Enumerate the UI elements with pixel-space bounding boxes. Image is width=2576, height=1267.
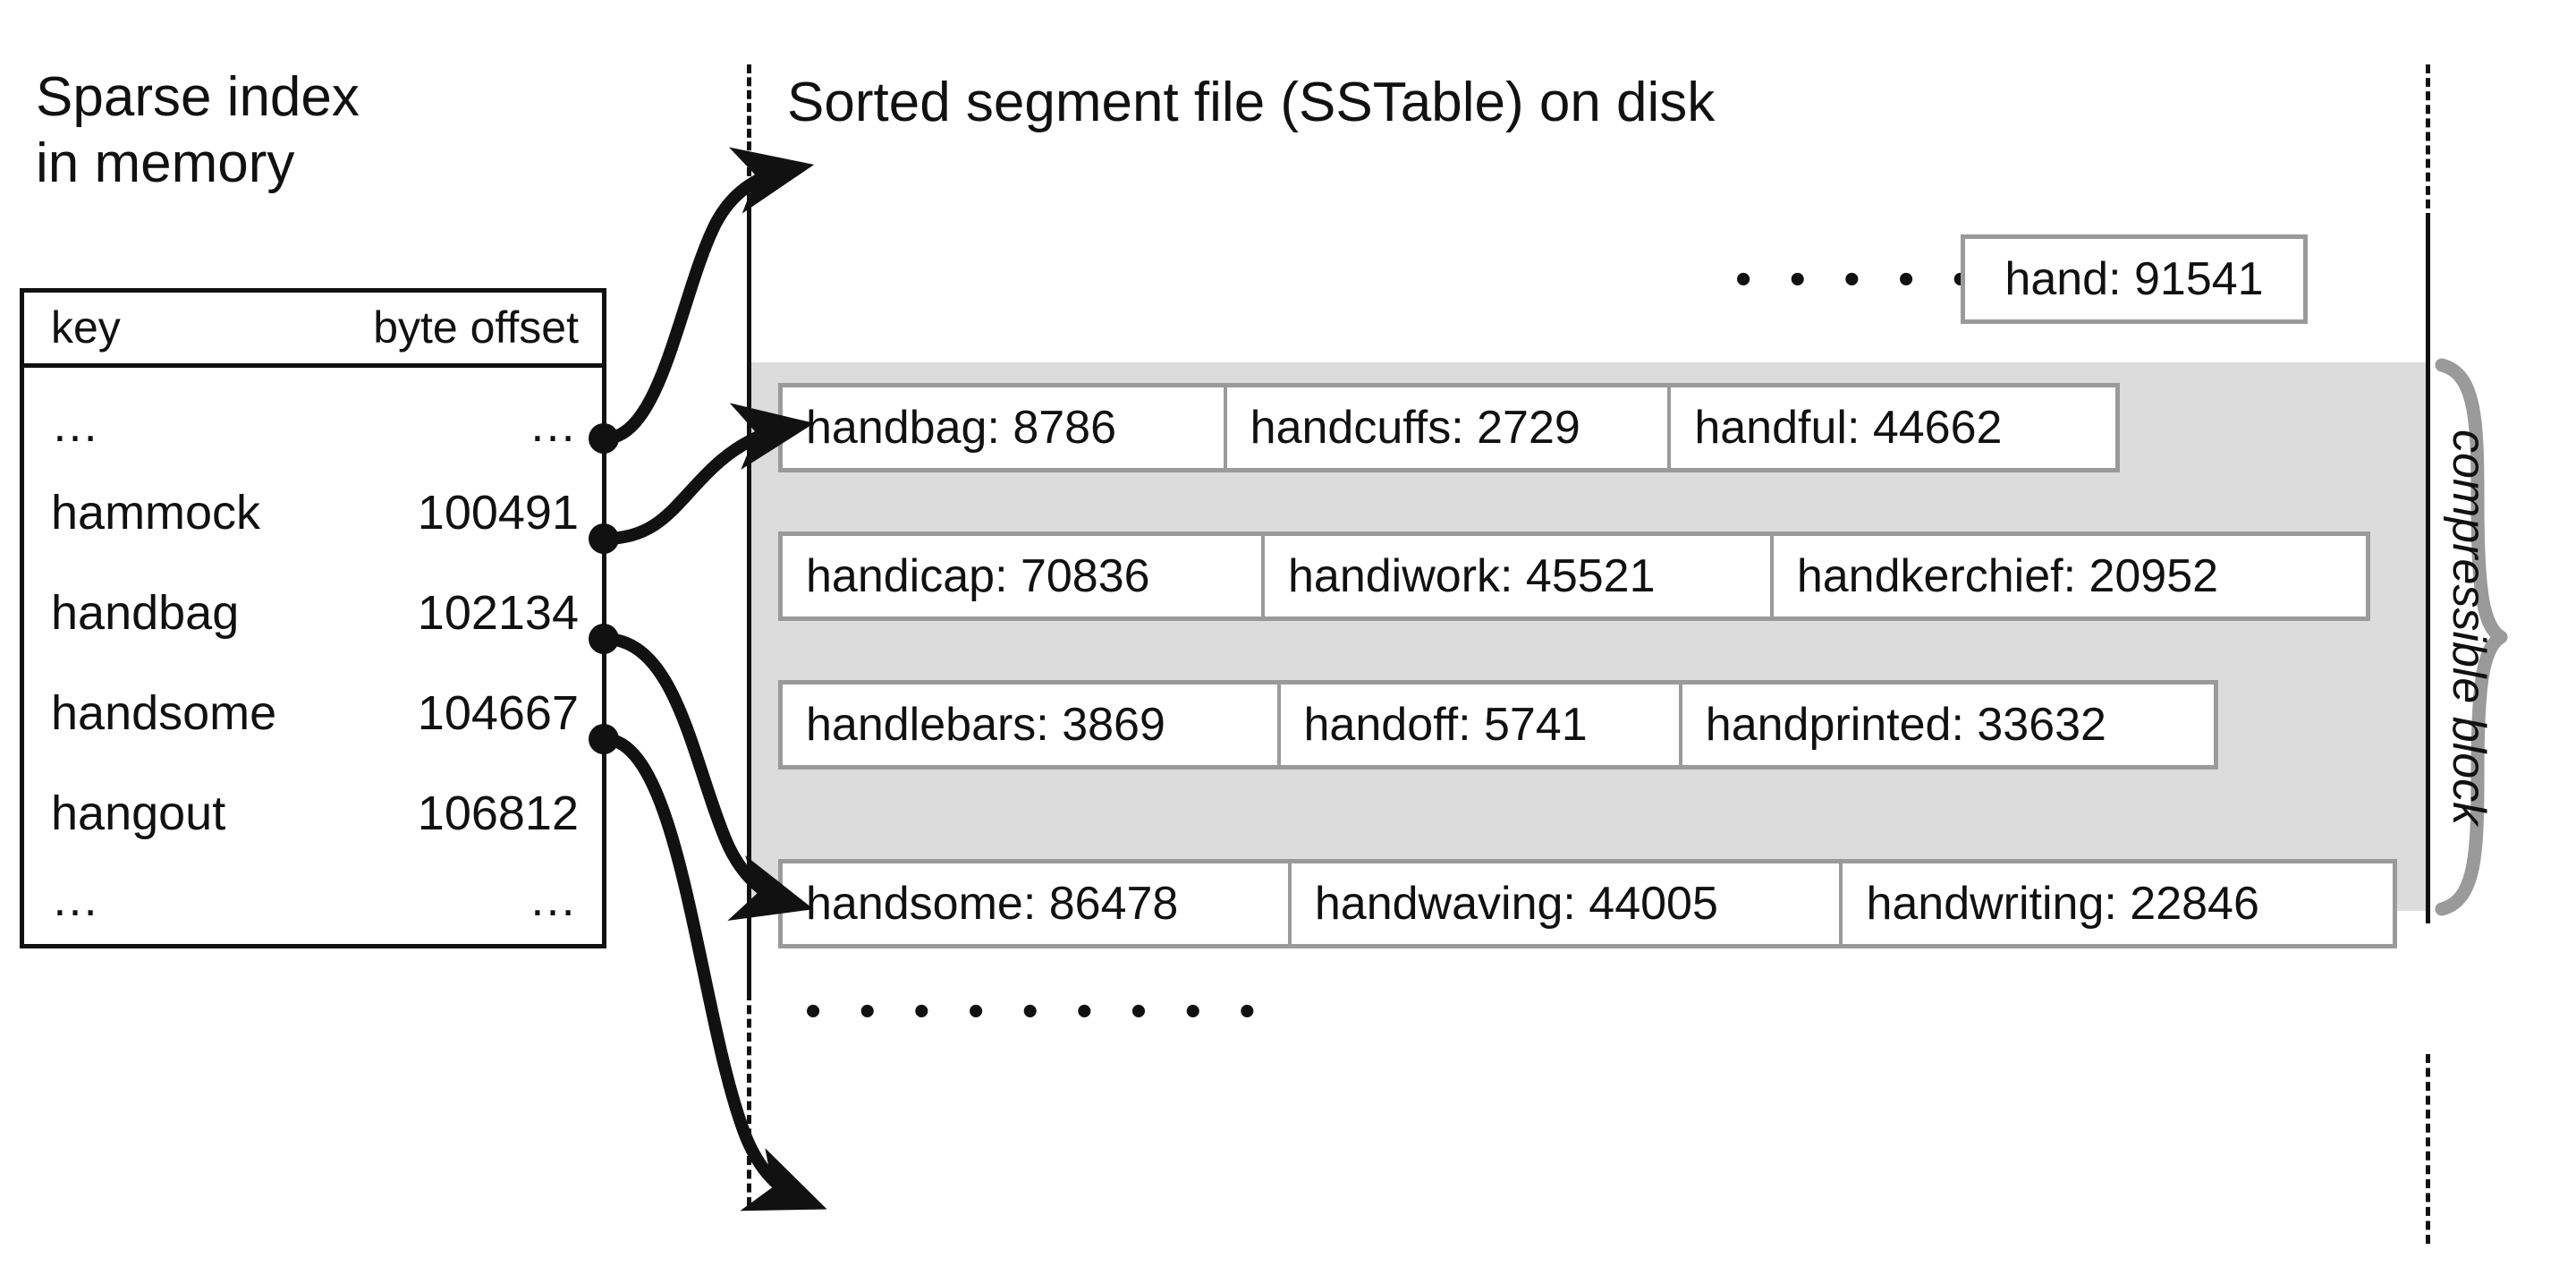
sstable-cell: handbag: 8786 <box>783 387 1227 468</box>
offset-anchor-dot <box>589 624 619 654</box>
offset-anchor-dot <box>589 523 619 554</box>
sstable-cell: handcuffs: 2729 <box>1227 387 1672 468</box>
index-key: handbag <box>51 586 240 640</box>
offset-anchor-dot <box>589 724 619 754</box>
index-offset: 104667 <box>417 686 579 740</box>
sstable-row: handlebars: 3869 handoff: 5741 handprint… <box>778 680 2218 770</box>
index-row: … … <box>24 874 602 924</box>
segment-right-boundary-solid <box>2426 218 2430 923</box>
sstable-entry-hand: hand: 91541 <box>1961 234 2308 324</box>
index-row: hammock 100491 <box>24 488 602 538</box>
segment-left-boundary-dashed-top <box>747 64 751 215</box>
index-offset: 100491 <box>417 486 579 540</box>
offset-anchor-dot <box>589 423 619 454</box>
sstable-cell: handoff: 5741 <box>1281 685 1682 765</box>
sstable-cell: handful: 44662 <box>1694 402 2003 454</box>
index-row: handbag 102134 <box>24 588 602 638</box>
index-row: handsome 104667 <box>24 688 602 738</box>
segment-left-boundary-dashed-bottom <box>747 991 751 1206</box>
sstable-entry-label: hand: 91541 <box>2004 253 2264 305</box>
sstable-title: Sorted segment file (SSTable) on disk <box>787 72 1716 133</box>
sstable-cell: handiwork: 45521 <box>1265 536 1774 616</box>
index-offset: … <box>529 398 579 452</box>
segment-right-boundary-dashed-top <box>2426 64 2430 222</box>
sstable-cell: handicap: 70836 <box>783 536 1265 616</box>
index-table-header: key byte offset <box>24 293 602 368</box>
sstable-cell: handkerchief: 20952 <box>1796 550 2219 602</box>
index-key: hammock <box>51 486 261 540</box>
sstable-cell: handwriting: 22846 <box>1866 878 2259 930</box>
index-offset: 106812 <box>417 787 579 840</box>
segment-right-boundary-dashed-bottom <box>2426 1054 2430 1244</box>
sstable-row: handicap: 70836 handiwork: 45521 handker… <box>778 531 2370 621</box>
sstable-bottom-ellipsis: • • • • • • • • • <box>805 985 1268 1037</box>
sstable-cell: handwaving: 44005 <box>1292 863 1843 944</box>
sstable-row: handsome: 86478 handwaving: 44005 handwr… <box>778 859 2397 948</box>
compressible-block-label: compressible block <box>2443 429 2495 826</box>
index-key: handsome <box>51 686 277 740</box>
index-row: hangout 106812 <box>24 788 602 838</box>
index-offset: … <box>529 872 579 926</box>
sparse-index-table: key byte offset … … hammock 100491 handb… <box>20 288 606 948</box>
sstable-row: handbag: 8786 handcuffs: 2729 handful: 4… <box>778 383 2120 472</box>
sstable-cell: handprinted: 33632 <box>1705 699 2106 751</box>
sparse-index-title: Sparse index in memory <box>36 66 360 194</box>
index-key: … <box>51 398 101 452</box>
index-column-header-offset: byte offset <box>373 302 579 353</box>
index-key: hangout <box>51 787 226 840</box>
index-offset: 102134 <box>417 586 579 640</box>
index-row: … … <box>24 400 602 450</box>
segment-left-boundary-solid <box>747 211 751 995</box>
index-key: … <box>51 872 101 926</box>
sstable-cell: handsome: 86478 <box>783 863 1292 944</box>
index-column-header-key: key <box>51 302 121 353</box>
sstable-cell: handlebars: 3869 <box>783 685 1281 765</box>
